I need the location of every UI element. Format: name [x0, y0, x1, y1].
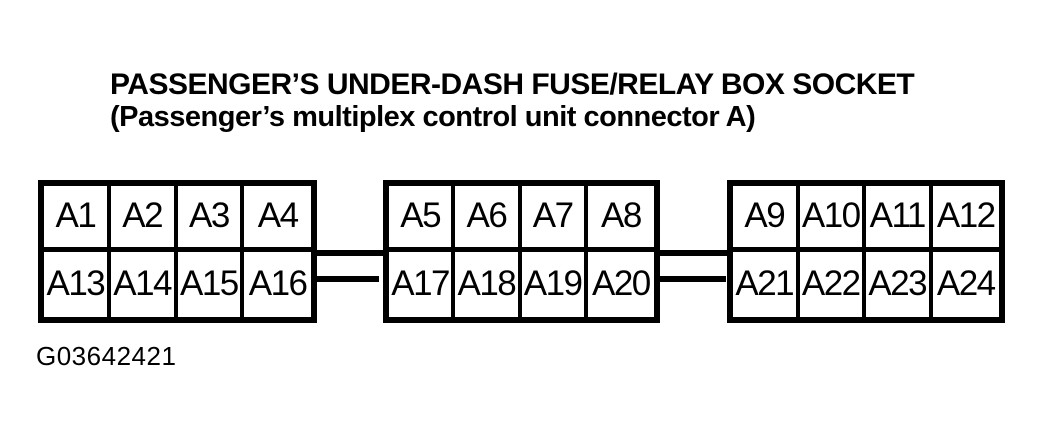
connector-block-3: A9 A10 A11 A12 A21 A22 A23 A24 [727, 180, 1005, 323]
pin-cell-a9: A9 [733, 186, 800, 252]
pin-cell-a5: A5 [389, 186, 456, 252]
pin-cell-a16: A16 [248, 264, 308, 304]
title-line-1: PASSENGER’S UNDER-DASH FUSE/RELAY BOX SO… [110, 68, 915, 101]
pin-cell-a12: A12 [932, 186, 999, 252]
pin-cell-a1: A1 [44, 186, 111, 252]
pin-cell-a3: A3 [177, 186, 245, 252]
connector-wire-gap1-top [311, 250, 387, 256]
connector-wire-gap2-top [654, 250, 731, 256]
pin-cell-a22: A22 [800, 251, 866, 317]
pin-cell-a13: A13 [44, 251, 111, 317]
connector-block-1: A1 A2 A3 A4 A13 A14 A15 A16 [38, 180, 317, 323]
pin-cell-a19: A19 [522, 251, 588, 317]
pin-cell-a10: A10 [799, 186, 866, 252]
pin-cell-a15: A15 [178, 251, 245, 317]
pin-cell-a7: A7 [521, 186, 588, 252]
diagram-title: PASSENGER’S UNDER-DASH FUSE/RELAY BOX SO… [110, 68, 915, 133]
pin-cell-a2: A2 [110, 186, 178, 252]
connector-wire-gap2-bottom [656, 276, 726, 282]
pin-cell-a8: A8 [587, 186, 654, 252]
pin-cell-a18: A18 [455, 251, 522, 317]
connector-block-2: A5 A6 A7 A8 A17 A18 A19 A20 [383, 180, 660, 323]
pin-cell-a11: A11 [866, 186, 933, 252]
pin-cell-a4: A4 [244, 186, 311, 252]
pin-cell-a14: A14 [111, 251, 178, 317]
pin-cell-a6: A6 [455, 186, 522, 252]
pin-cell-a24: A24 [936, 264, 996, 304]
connector-wire-gap1-bottom [313, 276, 379, 282]
pin-cell-a21: A21 [733, 251, 800, 317]
title-line-2: (Passenger’s multiplex control unit conn… [110, 101, 756, 133]
figure-code: G03642421 [36, 341, 177, 371]
pin-cell-a20: A20 [591, 264, 651, 304]
pin-cell-a23: A23 [866, 251, 933, 317]
pin-cell-a17: A17 [389, 251, 456, 317]
